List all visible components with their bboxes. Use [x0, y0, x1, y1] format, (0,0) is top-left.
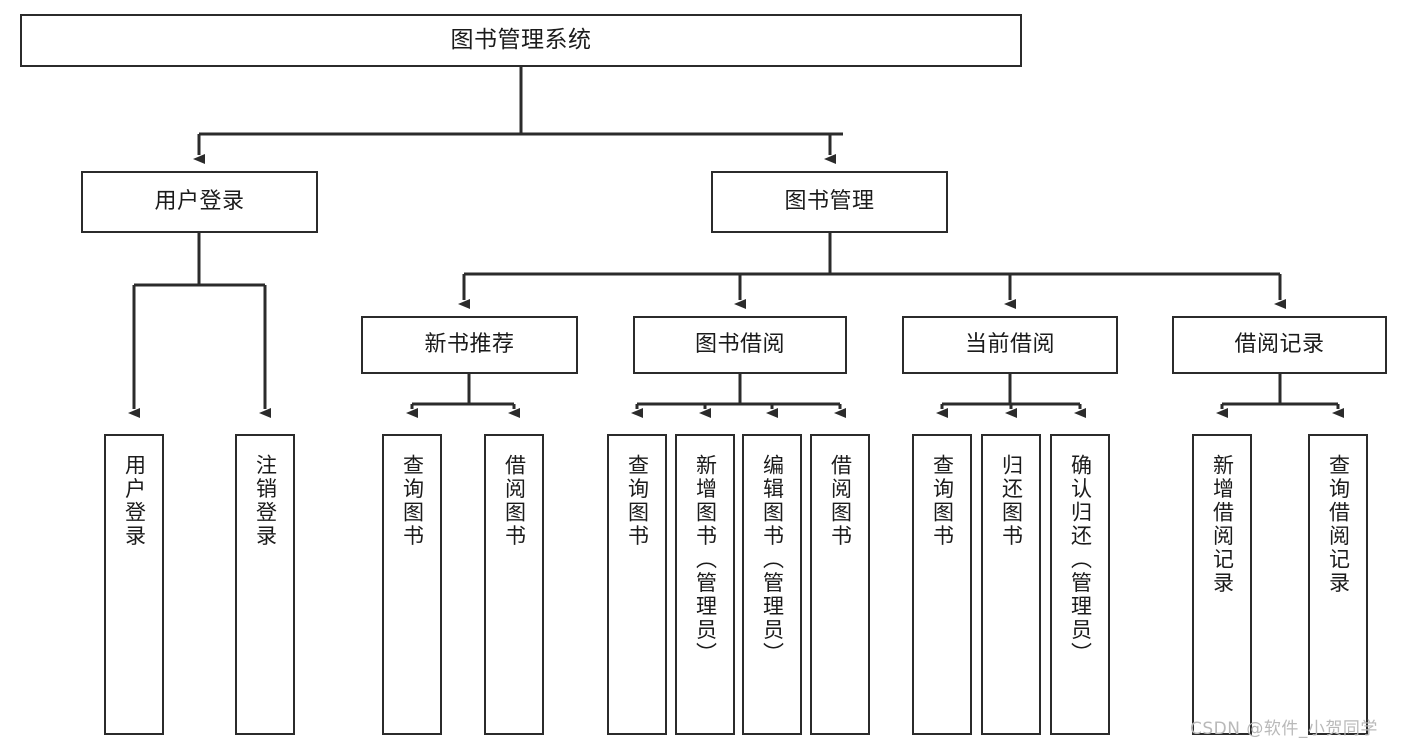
node-book-management[interactable]: 图书管理: [711, 171, 948, 233]
node-borrow-record[interactable]: 借阅记录: [1172, 316, 1387, 374]
node-label: 编辑图书（管理员）: [760, 454, 785, 666]
node-current-borrow[interactable]: 当前借阅: [902, 316, 1118, 374]
node-label: 新增图书（管理员）: [693, 454, 718, 666]
leaf-query-borrow-record[interactable]: 查询借阅记录: [1308, 434, 1368, 735]
node-label: 新增借阅记录: [1210, 454, 1235, 595]
node-label: 新书推荐: [424, 332, 515, 358]
node-label: 图书管理: [784, 189, 875, 215]
leaf-borrow-book-recommend[interactable]: 借阅图书: [484, 434, 544, 735]
leaf-add-borrow-record[interactable]: 新增借阅记录: [1192, 434, 1252, 735]
node-label: 图书借阅: [694, 332, 785, 358]
node-label: 图书管理系统: [450, 26, 592, 53]
node-label: 查询图书: [400, 454, 425, 548]
node-label: 当前借阅: [964, 332, 1055, 358]
leaf-confirm-return-admin[interactable]: 确认归还（管理员）: [1050, 434, 1110, 735]
node-label: 查询借阅记录: [1326, 454, 1351, 595]
leaf-borrow-book[interactable]: 借阅图书: [810, 434, 870, 735]
leaf-edit-book-admin[interactable]: 编辑图书（管理员）: [742, 434, 802, 735]
leaf-user-login[interactable]: 用户登录: [104, 434, 164, 735]
node-label: 用户登录: [154, 189, 245, 215]
leaf-query-book-current[interactable]: 查询图书: [912, 434, 972, 735]
leaf-return-book[interactable]: 归还图书: [981, 434, 1041, 735]
node-label: 借阅图书: [502, 454, 527, 548]
node-new-book-recommend[interactable]: 新书推荐: [361, 316, 578, 374]
node-label: 注销登录: [253, 454, 278, 548]
node-book-management-system[interactable]: 图书管理系统: [20, 14, 1022, 67]
csdn-watermark: CSDN @软件_小贺同学: [1190, 719, 1378, 739]
leaf-query-book-recommend[interactable]: 查询图书: [382, 434, 442, 735]
node-label: 借阅记录: [1234, 332, 1325, 358]
node-label: 确认归还（管理员）: [1068, 454, 1093, 666]
leaf-query-book-borrow[interactable]: 查询图书: [607, 434, 667, 735]
leaf-logout-login[interactable]: 注销登录: [235, 434, 295, 735]
leaf-add-book-admin[interactable]: 新增图书（管理员）: [675, 434, 735, 735]
node-label: 借阅图书: [828, 454, 853, 548]
node-label: 归还图书: [999, 454, 1024, 548]
node-label: 查询图书: [625, 454, 650, 548]
node-label: 用户登录: [122, 454, 147, 548]
node-user-login[interactable]: 用户登录: [81, 171, 318, 233]
node-label: 查询图书: [930, 454, 955, 548]
node-book-borrow[interactable]: 图书借阅: [633, 316, 847, 374]
